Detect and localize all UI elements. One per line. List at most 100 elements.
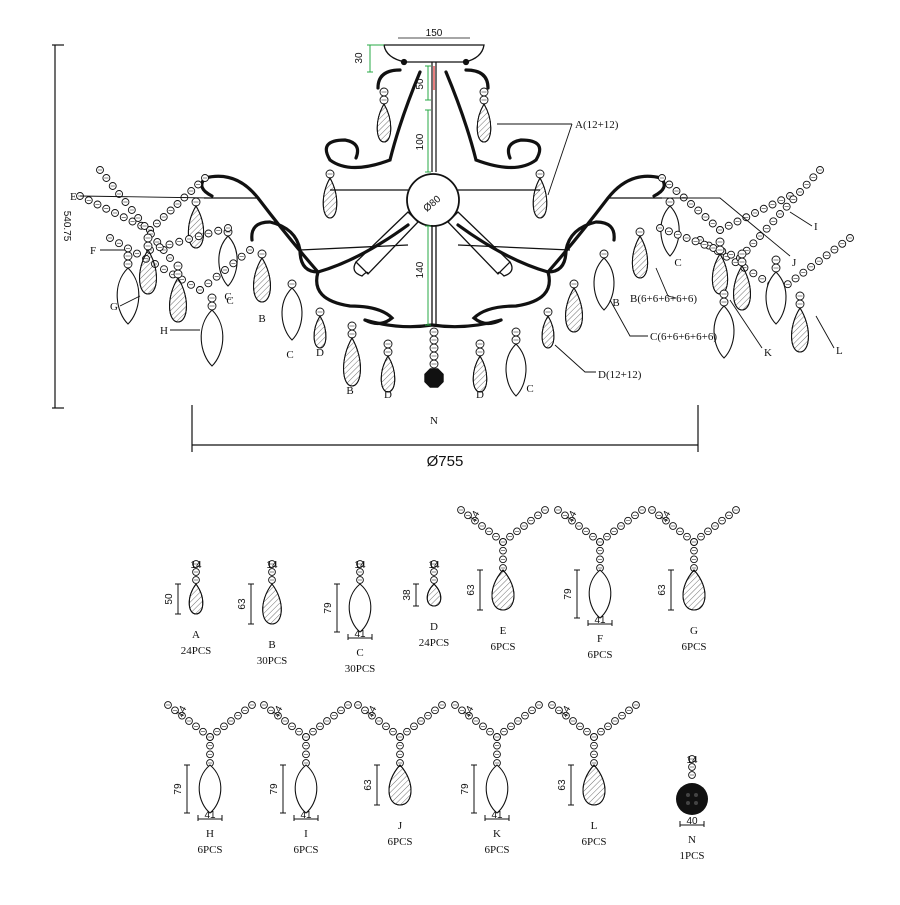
part-code-label: E: [500, 625, 507, 637]
drop-body: [322, 176, 338, 219]
part-length-label: 79: [460, 783, 471, 795]
drop-body: [765, 271, 787, 325]
drop-outline: [631, 235, 649, 279]
callout-C: C(6+6+6+6+6): [650, 331, 717, 343]
drop-body: [713, 305, 735, 359]
drop-body: [253, 257, 271, 303]
leaf-drop: [281, 287, 303, 341]
drop-outline: [426, 583, 442, 607]
bead-chain: [354, 701, 404, 741]
part-top-label: 14: [461, 704, 476, 720]
bead-chain: [499, 506, 549, 546]
drop-body: [582, 764, 606, 806]
leaf-drop: [348, 583, 372, 633]
bead-chain: [499, 538, 507, 572]
overall-height-label: 540.75: [61, 211, 72, 242]
leaf-drop: [116, 267, 140, 325]
crystal-pendant: [713, 289, 735, 359]
label-layer: A(12+12)B(6+6+6+6+6)C(6+6+6+6+6)D(12+12)…: [70, 119, 843, 427]
bead-chain: [716, 192, 794, 234]
callout-H: H: [160, 325, 168, 337]
drop-outline: [376, 103, 392, 143]
part-code-label: J: [398, 820, 403, 832]
part-top-label: 14: [686, 755, 698, 766]
bead-chain: [206, 733, 214, 767]
drop-body: [376, 103, 392, 143]
dimension-label: 140: [415, 261, 426, 278]
part-top-label: 14: [174, 704, 189, 720]
drop-body: [380, 355, 396, 393]
ball-facet: [686, 793, 690, 797]
inline-label-C: C: [226, 295, 233, 307]
dimension-label: 30: [354, 52, 365, 64]
hub-diameter-label: Ø80: [422, 194, 444, 215]
leader-line: [815, 315, 835, 349]
drop-outline: [262, 583, 282, 625]
arm-line: [457, 244, 571, 251]
drop-outline: [476, 103, 492, 143]
leader-line: [655, 267, 677, 299]
part-length-label: 50: [164, 593, 175, 605]
crystal-pendant: [565, 279, 583, 333]
drop-body: [472, 355, 488, 393]
part-code-label: H: [206, 828, 214, 840]
part-code-label: K: [493, 828, 501, 840]
part-top-label: 14: [364, 704, 379, 720]
leader-line: [547, 123, 573, 196]
bead-chain: [206, 701, 256, 741]
faceted-drop: [322, 176, 338, 219]
part-top-label: 14: [428, 560, 440, 571]
crystal-pendant: [376, 87, 392, 143]
part-top-label: 14: [190, 560, 202, 571]
part-code-label: C: [356, 647, 363, 659]
vertical-dimension: [184, 764, 190, 814]
bead-chain: [590, 733, 598, 767]
crystal-layer: [76, 87, 854, 397]
drop-outline: [541, 315, 555, 349]
drop-body: [313, 315, 327, 349]
part-qty-label: 6PCS: [490, 641, 515, 653]
crystal-pendant: [322, 169, 338, 219]
bead-chain: [164, 701, 214, 741]
leaf-drop: [593, 257, 615, 311]
part-length-label: 38: [402, 589, 413, 601]
drop-body: [262, 583, 282, 625]
part-top-label: 14: [564, 509, 579, 525]
faceted-drop: [472, 355, 488, 393]
leaf-drop: [198, 764, 222, 814]
vertical-dimension: [413, 583, 419, 607]
drop-outline: [322, 176, 338, 219]
candle-tip-left: [353, 261, 369, 277]
crystal-pendant: [200, 293, 224, 367]
leader-line: [554, 344, 596, 373]
crystal-pendant: [424, 327, 444, 388]
crystal-pendant: [281, 279, 303, 341]
bead-chain: [658, 174, 724, 234]
drop-outline: [253, 257, 271, 303]
callout-B: B(6+6+6+6+6): [630, 293, 697, 305]
part-length-label: 63: [237, 598, 248, 610]
bead-chain: [690, 506, 740, 546]
drop-body: [388, 764, 412, 806]
crystal-pendant: [593, 249, 615, 311]
faceted-drop: [169, 277, 187, 323]
drop-body: [200, 309, 224, 367]
callout-J: J: [792, 257, 797, 269]
drop-body: [188, 583, 204, 615]
part-code-label: N: [688, 834, 696, 846]
leaf-drop: [505, 343, 527, 397]
dimension-label: 100: [415, 133, 426, 150]
drop-body: [791, 307, 809, 353]
vertical-dimension: 140: [415, 225, 431, 326]
part-qty-label: 30PCS: [345, 663, 376, 675]
drop-body: [505, 343, 527, 397]
vertical-dimension: [574, 569, 580, 619]
bead-chain: [268, 560, 276, 584]
